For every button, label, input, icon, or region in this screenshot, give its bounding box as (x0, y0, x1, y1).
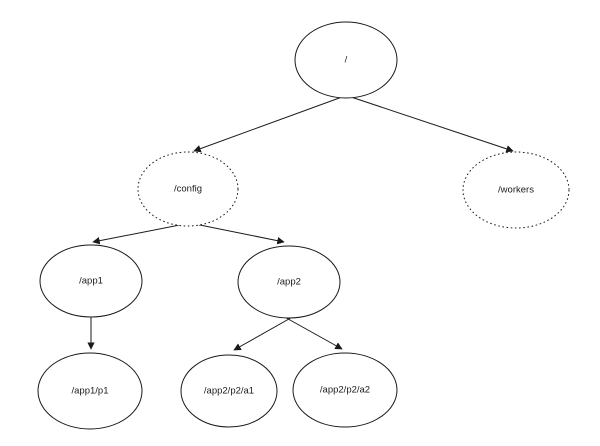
node-ellipse-app2 (237, 245, 341, 319)
node-label-app2: /app2 (277, 277, 301, 288)
node-label-config: /config (174, 184, 202, 195)
node-label-app2-p2-a2: /app2/p2/a2 (320, 385, 370, 396)
node-layer: / /config/workers/app1/app2/app1/p1/app2/… (37, 21, 570, 430)
node-ellipse-root (294, 21, 398, 99)
node-app2-p2-a1: /app2/p2/a1 (180, 354, 278, 428)
node-ellipse-app2-p2-a2 (292, 352, 398, 428)
node-app1: /app1 (39, 244, 143, 318)
node-label-app1-p1: /app1/p1 (72, 386, 109, 397)
node-label-workers: /workers (498, 185, 534, 196)
edge-root-to-config (193, 92, 354, 153)
node-ellipse-config (137, 151, 239, 227)
node-label-app1: /app1 (79, 276, 103, 287)
node-app2-p2-a2: /app2/p2/a2 (292, 352, 398, 428)
node-workers: /workers (462, 151, 570, 229)
node-config: /config (137, 151, 239, 227)
node-label-app2-p2-a1: /app2/p2/a1 (204, 386, 254, 397)
node-ellipse-workers (462, 151, 570, 229)
node-app2: /app2 (237, 245, 341, 319)
node-ellipse-app1 (39, 244, 143, 318)
node-root: / (294, 21, 398, 99)
edge-root-to-workers (338, 92, 514, 153)
edge-app2-to-app2-p2-a1 (233, 314, 297, 351)
node-ellipse-app1-p1 (37, 352, 143, 430)
node-ellipse-app2-p2-a1 (180, 354, 278, 428)
node-label-root: / (345, 55, 348, 66)
node-app1-p1: /app1/p1 (37, 352, 143, 430)
edge-app2-to-app2-p2-a2 (280, 314, 343, 350)
